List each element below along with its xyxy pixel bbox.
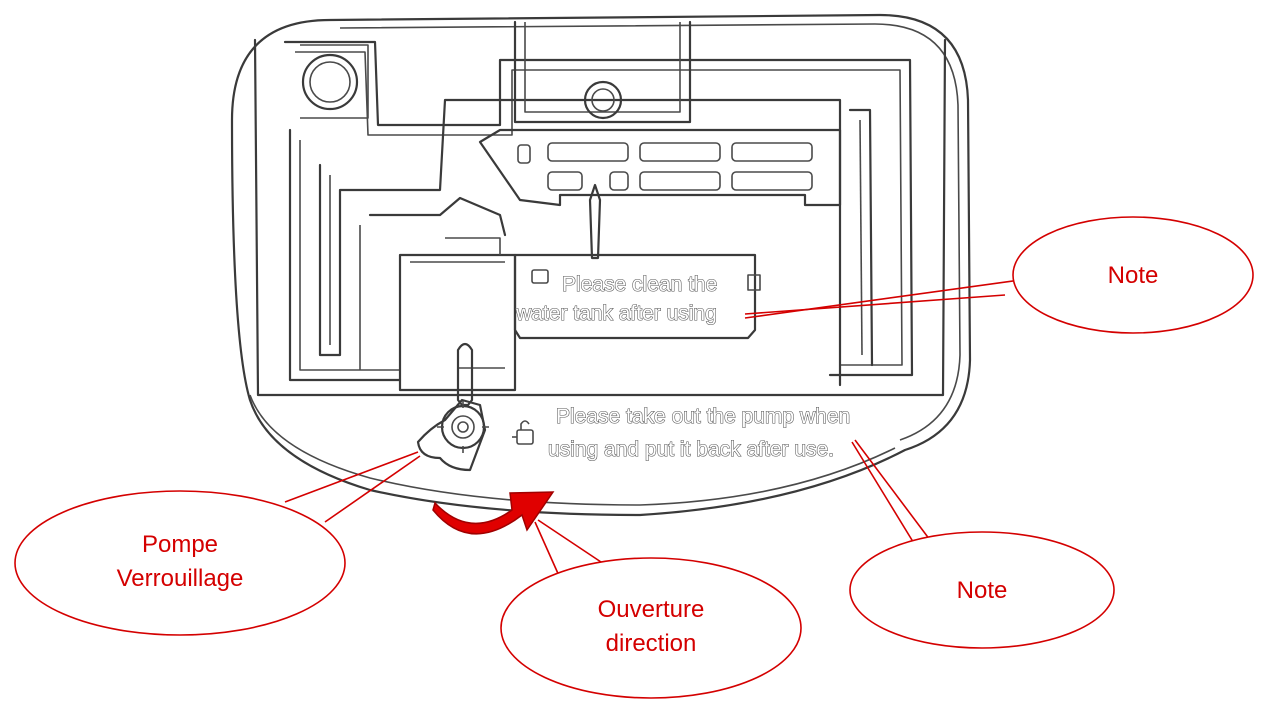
callout-note-top-label: Note [1108,262,1159,289]
pump-lock-lever [416,342,489,472]
callout-note-top: Note [1012,216,1254,334]
corner-post [300,44,369,119]
monitor-icon [531,269,549,284]
callout-opening-direction: Ouverture direction [500,557,802,699]
tank-note-line1: Please clean the [562,273,717,296]
inner-tray [283,40,914,387]
callout-pump-lock-line1: Pompe [142,531,218,558]
knob-icon [437,401,489,453]
top-clip [513,20,692,124]
callout-opening-line2: direction [606,630,697,657]
padlock-icon [512,420,534,445]
pump-compartment [398,237,517,392]
pump-note-line1: Please take out the pump when [556,405,850,428]
tank-label-plate: Please clean the water tank after using [513,253,761,340]
curved-arrow-icon [432,491,555,535]
callout-note-bottom-label: Note [957,577,1008,604]
callout-opening-line1: Ouverture [598,596,705,623]
bin-icon [747,274,761,291]
vent-slots [478,128,842,260]
pump-note-line2: using and put it back after use. [548,438,834,461]
callout-note-bottom: Note [849,531,1115,649]
tank-note-line2: water tank after using [515,302,717,325]
callout-pump-lock-line2: Verrouillage [117,565,244,592]
callout-pump-lock: Pompe Verrouillage [14,490,346,636]
